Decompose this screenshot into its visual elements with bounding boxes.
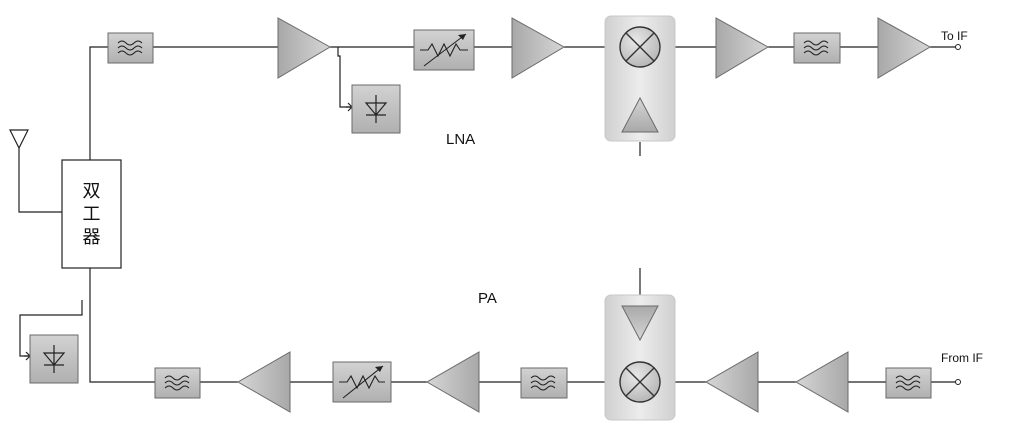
duplexer-label-1: 双 [83,181,101,202]
filter-icon [107,32,154,64]
amplifier-icon [715,17,770,79]
filter-icon [520,367,568,399]
duplexer-label-3: 器 [83,227,101,248]
amplifier-icon [877,17,932,79]
lna-amplifier-icon [277,17,332,79]
amplifier-icon [794,351,849,413]
antenna-icon [9,129,29,150]
detector-icon [29,334,79,384]
amplifier-icon [511,17,566,79]
duplexer-block: 双 工 器 [61,159,122,269]
amplifier-icon [704,351,759,413]
filter-icon [154,367,201,399]
variable-attenuator-icon [332,361,392,403]
lna-label: LNA [446,131,475,148]
filter-icon [793,32,841,64]
tx-mixer-module [604,294,676,421]
detector-icon [351,84,401,134]
filter-icon [885,367,932,399]
from-if-label: From IF [941,351,983,365]
pa-amplifier-icon [236,351,291,413]
to-if-port [955,44,961,50]
lo-amplifier-icon [621,305,659,342]
rx-mixer-module [604,15,676,142]
pa-label: PA [478,290,497,307]
amplifier-icon [425,351,480,413]
to-if-label: To IF [941,29,968,43]
lo-amplifier-icon [621,96,659,133]
variable-attenuator-icon [413,29,475,71]
duplexer-label-2: 工 [83,204,101,225]
from-if-port [955,379,961,385]
wiring [18,46,956,383]
